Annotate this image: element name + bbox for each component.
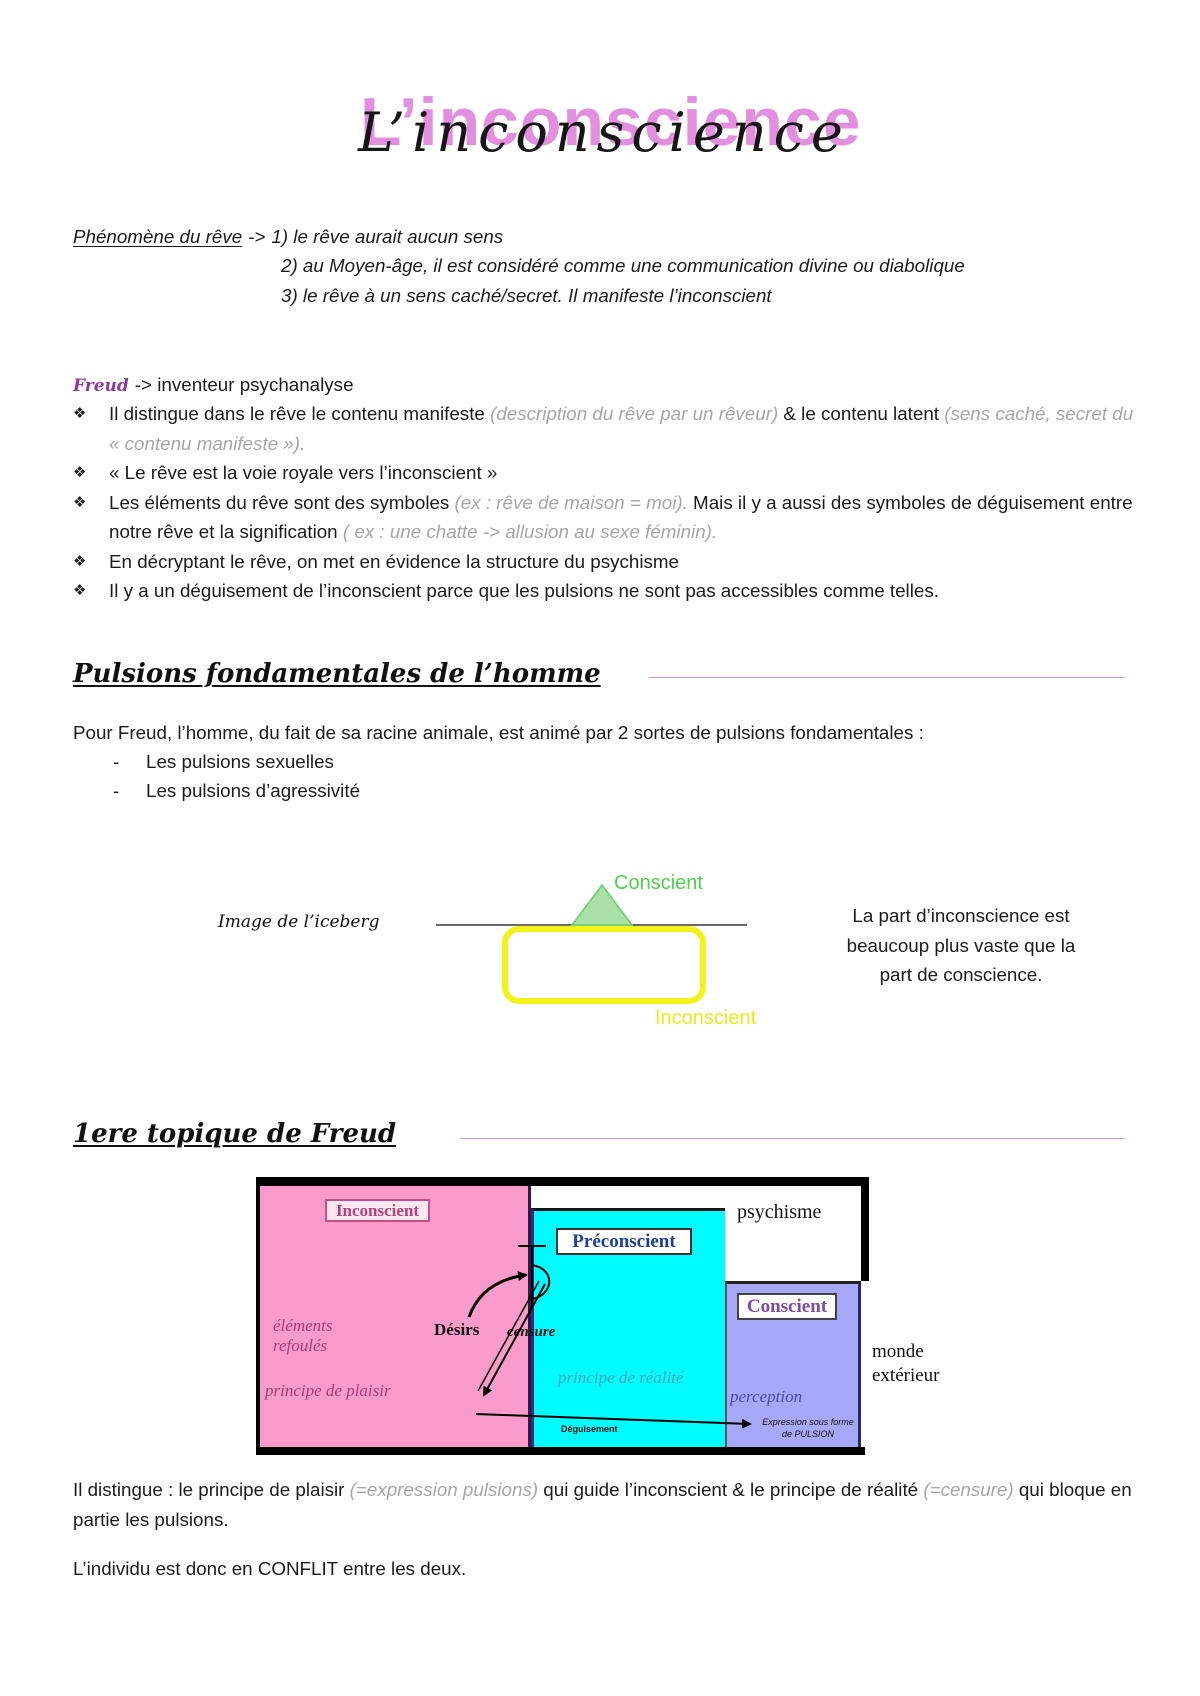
pulsion-item-sexual: Les pulsions sexuelles [146,751,334,772]
iceberg-tip-triangle [570,883,634,926]
disguise-arrow-parallel [477,1280,540,1392]
bullet-text: Il distingue dans le rêve le contenu man… [109,403,1133,454]
pulsion-item-aggression: Les pulsions d’agressivité [146,780,361,801]
dream-line-1: Phénomène du rêve->1) le rêve aurait auc… [73,222,503,252]
bullet-text: Les éléments du rêve sont des symboles (… [109,492,1133,543]
diagram-arrows [467,1245,752,1429]
bullet-note: (sens caché, secret du « contenu manifes… [109,403,1134,454]
deguisement-label: Déguisement [561,1424,618,1434]
diamond-bullet-icon: ❖ [73,551,87,570]
diamond-bullet-icon: ❖ [73,581,87,599]
principe-realite-label: principe de réalité [558,1368,684,1387]
page-title: L’inconscience [360,84,862,160]
diagram-border-right [861,1177,869,1281]
diagram-border-top [256,1177,869,1186]
dream-arrow: -> [248,226,266,247]
inconscient-box-label: Inconscient [325,1199,430,1222]
caption-line: part de conscience. [879,964,1043,985]
paragraph-segment: qui guide l’inconscient & le principe de… [538,1479,924,1500]
caption-line: La part d’inconscience est [852,905,1070,926]
expression-label-line: Expression sous forme [762,1417,854,1427]
diagram-border-left [256,1177,260,1455]
desire-arrow [467,1271,528,1318]
list-item: ❖ En décryptant le rêve, on met en évide… [73,547,1143,577]
iceberg-inconscient-label: Inconscient [655,1007,757,1029]
section-heading-topique: 1ere topique de Freud [73,1119,397,1149]
freud-line: Freud-> inventeur psychanalyse [73,370,354,402]
dream-label: Phénomène du rêve [73,226,243,247]
monde-exterieur-label: monde extérieur [872,1340,940,1388]
psychisme-label: psychisme [737,1201,822,1223]
expression-label: Expression sous forme de PULSION [755,1416,861,1440]
monde-label-line: extérieur [872,1365,940,1386]
censure-loop [531,1264,551,1300]
caption-line: beaucoup plus vaste que la [846,934,1076,956]
diamond-bullet-icon: ❖ [73,463,87,481]
dream-item: 3) le rêve à un sens caché/secret. Il ma… [281,285,772,306]
bullet-text-segment: Il distingue dans le rêve le contenu man… [109,403,491,424]
freud-bullet-list: ❖ Il distingue dans le rêve le contenu m… [73,399,1143,606]
iceberg-caption: La part d’inconscience est beaucoup plus… [821,901,1101,990]
pulsions-intro: Pour Freud, l’homme, du fait de sa racin… [73,722,924,743]
bullet-note: (description du rêve par un rêveur) [490,403,779,424]
principe-plaisir-label: principe de plaisir [265,1381,391,1400]
heading-rule [649,677,1125,678]
list-item: ❖ Il distingue dans le rêve le contenu m… [73,399,1143,458]
section-heading-pulsions: Pulsions fondamentales de l’homme [73,659,601,689]
list-marker: - [113,780,120,801]
bullet-text: En décryptant le rêve, on met en évidenc… [109,550,679,572]
list-item: ❖ Les éléments du rêve sont des symboles… [73,488,1143,547]
diamond-bullet-icon: ❖ [73,492,87,511]
page-title-script-overlay: L’inconscience [358,101,850,164]
region-inconscient [260,1186,531,1447]
bullet-text-segment: Les éléments du rêve sont des symboles [109,491,455,513]
iceberg-label: Image de l’iceberg [218,912,380,932]
freud-name: Freud [73,376,129,396]
perception-label: perception [730,1387,803,1406]
diamond-bullet-icon: ❖ [73,404,87,422]
bullet-text: Il y a un déguisement de l’inconscient p… [109,580,939,601]
bullet-note: ( ex : une chatte -> allusion au sexe fé… [342,521,718,542]
principes-paragraph: Il distingue : le principe de plaisir (=… [73,1475,1158,1534]
bullet-note: (ex : rêve de maison = moi). [454,491,688,513]
refoules-label-line: éléments [273,1316,333,1335]
monde-label-line: monde [872,1341,924,1362]
freud-description: -> inventeur psychanalyse [134,374,354,395]
conscient-box-label: Conscient [737,1293,837,1320]
topique-diagram: Inconscient Préconscient Conscient psych… [256,1177,869,1455]
bullet-text-segment: Mais il y a aussi des symboles de déguis… [109,491,1133,543]
paragraph-note: (=expression pulsions) [349,1479,539,1500]
heading-rule [460,1138,1125,1139]
paragraph-segment: qui bloque en partie les pulsions. [73,1479,1132,1530]
preconscient-box-label: Préconscient [556,1228,692,1255]
conclusion-text: L’individu est donc en CONFLIT entre les… [73,1558,467,1579]
list-item: ❖ « Le rêve est la voie royale vers l’in… [73,458,1143,488]
paragraph-note: (=censure) [923,1479,1014,1500]
censure-label: censure [507,1324,556,1340]
expression-arrow [475,1413,752,1429]
list-marker: - [113,751,120,772]
bullet-text-segment: & le contenu latent [778,403,945,424]
dream-item: 2) au Moyen-âge, il est considéré comme … [281,255,965,276]
dream-item: 1) le rêve aurait aucun sens [271,226,504,247]
bullet-text: « Le rêve est la voie royale vers l’inco… [109,462,498,483]
iceberg-underwater-box [502,926,706,1004]
refoules-label-line: refoulés [273,1336,328,1355]
disguise-arrow [483,1283,546,1397]
list-item: ❖ Il y a un déguisement de l’inconscient… [73,576,1143,606]
iceberg-conscient-label: Conscient [614,872,703,894]
expression-label-line: de PULSION [781,1429,835,1439]
iceberg-diagram [436,883,747,1004]
desirs-label: Désirs [434,1320,480,1339]
paragraph-segment: Il distingue : le principe de plaisir [73,1479,350,1500]
diagram-border-bottom [256,1447,865,1455]
